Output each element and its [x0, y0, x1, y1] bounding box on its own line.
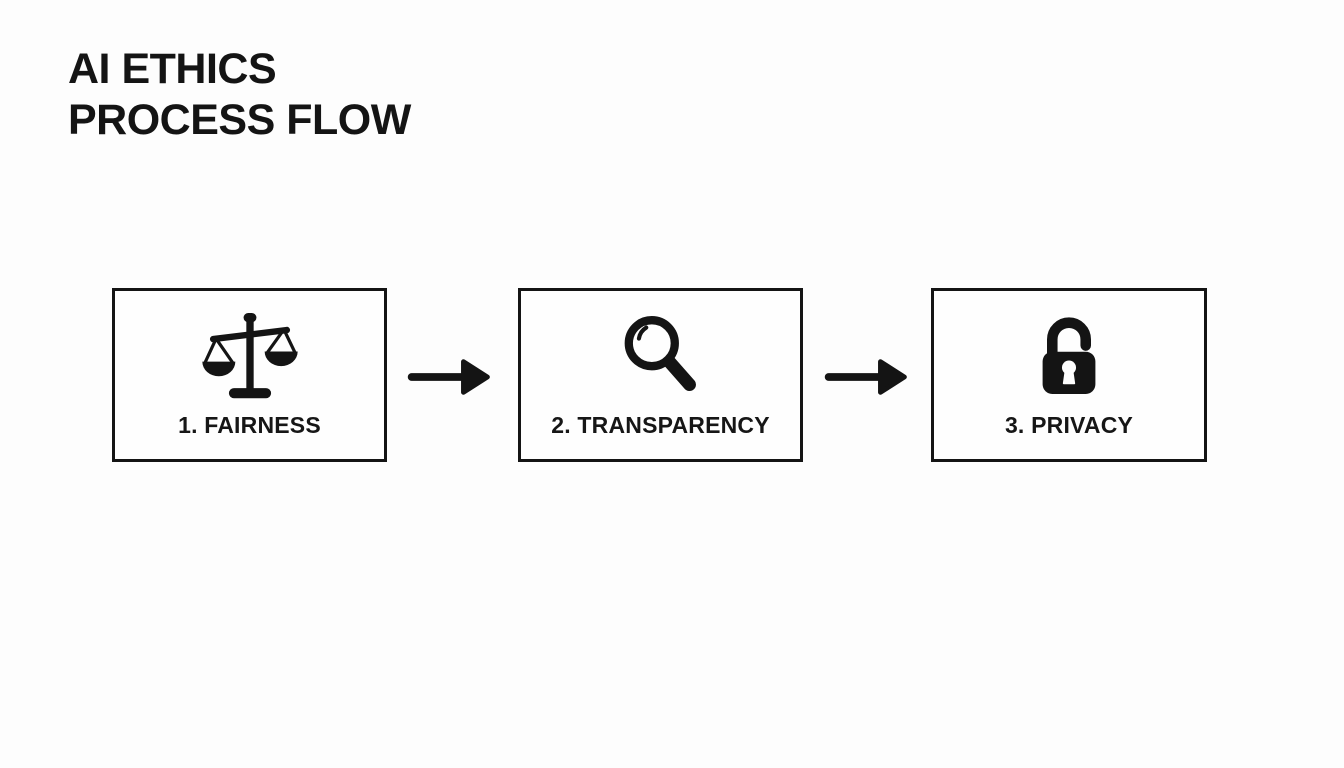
arrow-right-icon: [823, 353, 911, 401]
padlock-icon: [1025, 291, 1113, 412]
flow-step-fairness: 1. FAIRNESS: [112, 288, 387, 462]
step-label-transparency: 2. TRANSPARENCY: [551, 412, 770, 438]
arrow-right-icon: [406, 353, 494, 401]
step-label-fairness: 1. FAIRNESS: [178, 412, 321, 438]
page-title: AI ETHICS PROCESS FLOW: [68, 45, 411, 144]
scales-icon: [201, 291, 298, 412]
flow-step-privacy: 3. PRIVACY: [931, 288, 1207, 462]
flow-step-transparency: 2. TRANSPARENCY: [518, 288, 803, 462]
magnifying-glass-icon: [615, 291, 707, 412]
step-label-privacy: 3. PRIVACY: [1004, 412, 1134, 438]
